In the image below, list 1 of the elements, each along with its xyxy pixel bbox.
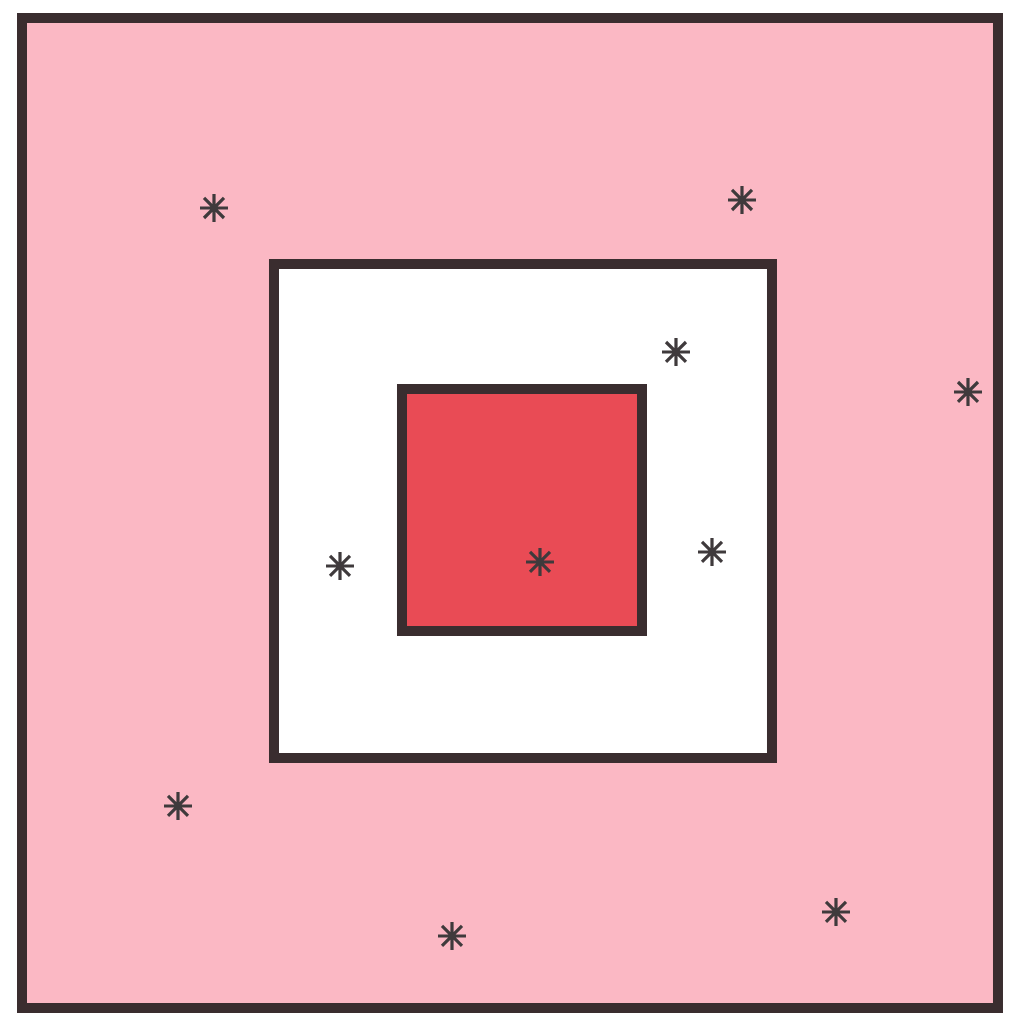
square-frame: [397, 384, 647, 636]
